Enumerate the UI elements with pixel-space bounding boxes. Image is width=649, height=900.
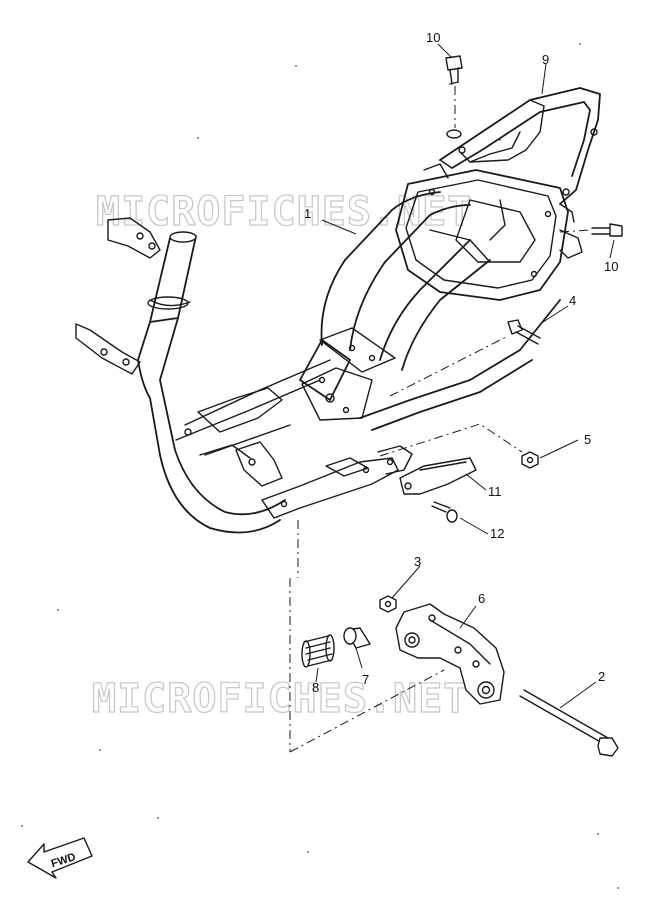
collar-part-7 [343, 627, 371, 649]
callout-4: 4 [569, 293, 576, 308]
callout-2: 2 [598, 669, 605, 684]
long-bolt-part-2 [519, 689, 619, 757]
nut-part-3 [379, 595, 397, 613]
engine-bracket-part-6 [395, 603, 505, 705]
bolt-part-12 [431, 501, 458, 523]
callout-1: 1 [304, 206, 311, 221]
bolt-part-10-right [591, 223, 623, 237]
callout-8: 8 [312, 680, 319, 695]
bolt-part-10-top [445, 55, 463, 139]
callout-leaders [315, 43, 615, 709]
callout-10-right: 10 [604, 259, 618, 274]
assembly-lines [289, 229, 591, 753]
callout-6: 6 [478, 591, 485, 606]
scan-specks [21, 43, 619, 889]
callout-9: 9 [542, 52, 549, 67]
callout-7: 7 [362, 672, 369, 687]
fwd-arrow-icon: FWD [27, 837, 93, 879]
bolt-part-4 [507, 319, 541, 345]
bracket-part-11 [399, 457, 477, 495]
callout-11: 11 [488, 484, 502, 499]
nut-part-5 [521, 451, 539, 469]
callout-12: 12 [490, 526, 504, 541]
callout-3: 3 [414, 554, 421, 569]
main-frame [75, 163, 583, 534]
grab-rail-part-9 [439, 87, 601, 223]
watermark-top: MICROFICHES.NET [96, 189, 472, 235]
callout-10-top: 10 [426, 30, 440, 45]
bush-part-8 [301, 634, 335, 668]
watermark-bottom: MICROFICHES.NET [92, 676, 468, 722]
callout-5: 5 [584, 432, 591, 447]
